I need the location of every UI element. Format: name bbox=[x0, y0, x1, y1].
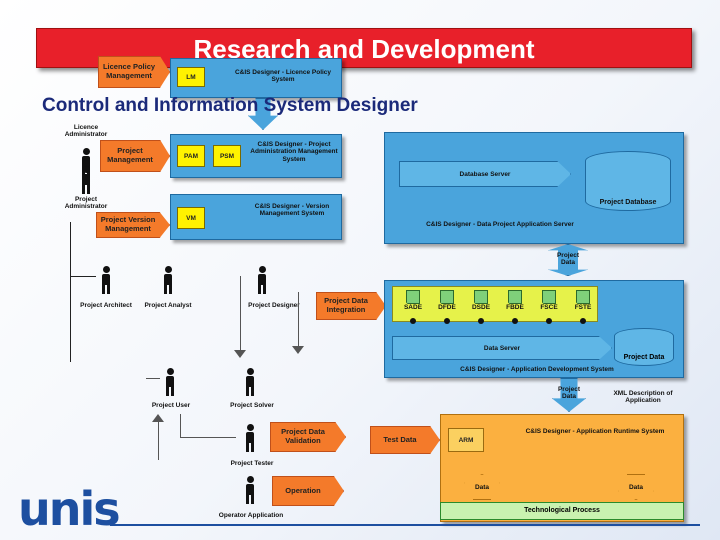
subtitle: Control and Information System Designer bbox=[42, 95, 418, 116]
project-admin-person-icon bbox=[80, 166, 92, 194]
admin-connector-line bbox=[70, 222, 71, 362]
project-management-arrow: Project Management bbox=[100, 140, 170, 172]
operator-person-icon bbox=[244, 476, 256, 504]
psm-module: PSM bbox=[213, 145, 241, 167]
module-dfde-connector-dot bbox=[444, 318, 450, 324]
data-left-label: Data bbox=[474, 484, 490, 491]
module-fsce-icon bbox=[542, 290, 556, 304]
architect-connector bbox=[70, 276, 96, 277]
project-data-validation-arrow: Project Data Validation bbox=[270, 422, 346, 452]
module-dsde-icon bbox=[474, 290, 488, 304]
arm-module: ARM bbox=[448, 428, 484, 452]
module-fsce-label: FSCE bbox=[540, 304, 558, 311]
unis-logo: unis bbox=[18, 482, 121, 536]
pam-module: PAM bbox=[177, 145, 205, 167]
xml-description-label: XML Description of Application bbox=[613, 390, 673, 405]
user-horizontal-line bbox=[180, 437, 236, 438]
module-dfde-icon bbox=[440, 290, 454, 304]
designer-down-arrowhead bbox=[234, 350, 246, 358]
database-server-label: Database Server bbox=[459, 171, 511, 178]
project-database-cylinder: Project Database bbox=[585, 151, 671, 211]
test-data-arrow: Test Data bbox=[370, 426, 440, 454]
data-server-label: Data Server bbox=[483, 345, 521, 352]
module-fbde-label: FBDE bbox=[506, 304, 524, 311]
licence-policy-arrow: Licence Policy Management bbox=[98, 56, 170, 88]
module-fste-icon bbox=[576, 290, 590, 304]
licence-system-label: C&IS Designer - Licence Policy System bbox=[234, 69, 332, 84]
project-analyst-person-icon bbox=[162, 266, 174, 294]
app-server-box: Database Server Project Database C&IS De… bbox=[384, 132, 684, 244]
user-connector bbox=[146, 378, 160, 379]
project-solver-label: Project Solver bbox=[230, 402, 274, 409]
module-fste-label: FSTE bbox=[574, 304, 592, 311]
operation-arrow: Operation bbox=[272, 476, 344, 506]
project-admin-system-label: C&IS Designer - Project Administration M… bbox=[250, 141, 338, 163]
project-architect-label: Project Architect bbox=[80, 302, 132, 309]
dev-modules-strip bbox=[392, 286, 598, 322]
technological-process-box: Technological Process bbox=[440, 502, 684, 520]
project-data-integration-arrow: Project Data Integration bbox=[316, 292, 386, 320]
module-sade-connector-dot bbox=[410, 318, 416, 324]
module-fbde-icon bbox=[508, 290, 522, 304]
module-sade-label: SADE bbox=[403, 304, 423, 311]
runtime-system-label: C&IS Designer - Application Runtime Syst… bbox=[525, 428, 665, 435]
designer-right-line bbox=[298, 292, 299, 348]
licence-system-box: LM C&IS Designer - Licence Policy System bbox=[170, 58, 342, 98]
project-architect-person-icon bbox=[100, 266, 112, 294]
project-admin-label: Project Administrator bbox=[64, 196, 108, 211]
module-fbde-connector-dot bbox=[512, 318, 518, 324]
operator-label: Operator Application bbox=[218, 512, 284, 519]
module-dsde-connector-dot bbox=[478, 318, 484, 324]
module-dfde-label: DFDE bbox=[438, 304, 456, 311]
data-right-label: Data bbox=[628, 484, 644, 491]
lm-module: LM bbox=[177, 67, 205, 87]
project-user-person-icon bbox=[164, 368, 176, 396]
app-dev-system-label: C&IS Designer - Application Development … bbox=[460, 366, 614, 373]
project-analyst-label: Project Analyst bbox=[144, 302, 192, 309]
module-dsde-label: DSDE bbox=[471, 304, 491, 311]
project-admin-system-box: PAM PSM C&IS Designer - Project Administ… bbox=[170, 134, 342, 178]
licence-admin-label: Licence Administrator bbox=[64, 124, 108, 139]
module-fsce-connector-dot bbox=[546, 318, 552, 324]
designer-down-line bbox=[240, 276, 241, 352]
project-data-out-label: Project Data bbox=[557, 386, 581, 401]
project-version-arrow: Project Version Management bbox=[96, 212, 170, 238]
version-system-label: C&IS Designer - Version Management Syste… bbox=[254, 203, 330, 218]
project-data-server-label: Project Data bbox=[556, 252, 580, 267]
project-designer-person-icon bbox=[256, 266, 268, 294]
module-sade-icon bbox=[406, 290, 420, 304]
project-tester-label: Project Tester bbox=[230, 460, 274, 467]
footer-line bbox=[110, 524, 700, 526]
user-right-line bbox=[180, 414, 181, 438]
project-solver-person-icon bbox=[244, 368, 256, 396]
project-designer-label: Project Designer bbox=[248, 302, 300, 309]
project-tester-person-icon bbox=[244, 424, 256, 452]
user-up-line bbox=[158, 420, 159, 460]
user-up-arrowhead bbox=[152, 414, 164, 422]
vm-module: VM bbox=[177, 207, 205, 229]
module-fste-connector-dot bbox=[580, 318, 586, 324]
version-system-box: VM C&IS Designer - Version Management Sy… bbox=[170, 194, 342, 240]
data-server-arrow bbox=[392, 336, 612, 360]
database-server-arrow bbox=[399, 161, 571, 187]
project-user-label: Project User bbox=[151, 402, 191, 409]
project-data-cylinder: Project Data bbox=[614, 328, 674, 366]
project-data-cylinder-label: Project Data bbox=[623, 354, 665, 361]
project-database-label: Project Database bbox=[599, 199, 657, 206]
designer-right-arrowhead bbox=[292, 346, 304, 354]
app-server-label: C&IS Designer - Data Project Application… bbox=[426, 221, 574, 228]
